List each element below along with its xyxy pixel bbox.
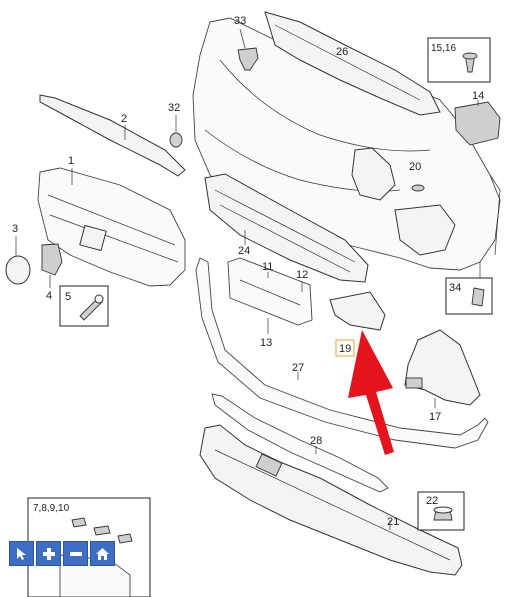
lower-trim-strip[interactable] [195, 257, 489, 449]
clip-33[interactable] [237, 28, 259, 71]
callout-1: 1 [68, 155, 74, 167]
splash-shield-28[interactable] [211, 393, 389, 493]
callout-27: 27 [292, 362, 304, 374]
callout-14: 14 [472, 90, 484, 102]
reinforcement-bracket[interactable] [39, 94, 186, 177]
bracket-19[interactable] [329, 291, 386, 357]
clip-box-15-16[interactable] [427, 37, 491, 83]
callout-15-16: 15,16 [431, 43, 456, 54]
callout-11: 11 [262, 261, 273, 273]
callout-28: 28 [310, 435, 322, 447]
clip-box-34[interactable] [445, 262, 493, 315]
callout-33: 33 [234, 15, 246, 27]
side-bracket-17[interactable] [404, 329, 481, 408]
home-icon [96, 547, 109, 560]
callout-12: 12 [296, 269, 308, 281]
clip-box-22[interactable] [417, 491, 465, 531]
callout-19: 19 [339, 343, 351, 355]
zoom-out-button[interactable] [63, 541, 88, 566]
minus-icon [69, 551, 82, 556]
pointer-tool-button[interactable] [9, 541, 34, 566]
highlight-19 [335, 339, 355, 357]
callout-21: 21 [387, 516, 399, 528]
cursor-icon [16, 547, 26, 560]
callout-34: 34 [449, 282, 461, 294]
callout-22: 22 [426, 495, 438, 507]
upper-absorber[interactable] [264, 11, 441, 116]
front-grille[interactable] [37, 167, 186, 287]
callout-24: 24 [238, 245, 250, 257]
callout-7-10: 7,8,9,10 [33, 503, 70, 514]
callout-20: 20 [409, 161, 421, 173]
viewer-toolbar [9, 541, 115, 568]
clip-32[interactable] [169, 115, 183, 148]
lower-grille[interactable] [204, 173, 369, 283]
sensor-bracket-14[interactable] [454, 100, 501, 146]
screw-box-5[interactable] [59, 285, 109, 327]
callout-4: 4 [46, 290, 52, 302]
callout-3: 3 [12, 223, 18, 235]
license-plate-bracket[interactable] [227, 257, 313, 334]
plus-icon [42, 547, 55, 560]
red-arrow [348, 330, 394, 455]
callout-2: 2 [121, 113, 127, 125]
emblem-3[interactable] [5, 236, 31, 285]
home-button[interactable] [90, 541, 115, 566]
callout-13: 13 [260, 337, 272, 349]
callout-32: 32 [168, 102, 180, 114]
bracket-4[interactable] [41, 243, 63, 288]
callout-26: 26 [336, 46, 348, 58]
skid-plate-21[interactable] [199, 424, 463, 576]
callout-5: 5 [65, 291, 71, 303]
callout-17: 17 [429, 411, 441, 423]
zoom-in-button[interactable] [36, 541, 61, 566]
